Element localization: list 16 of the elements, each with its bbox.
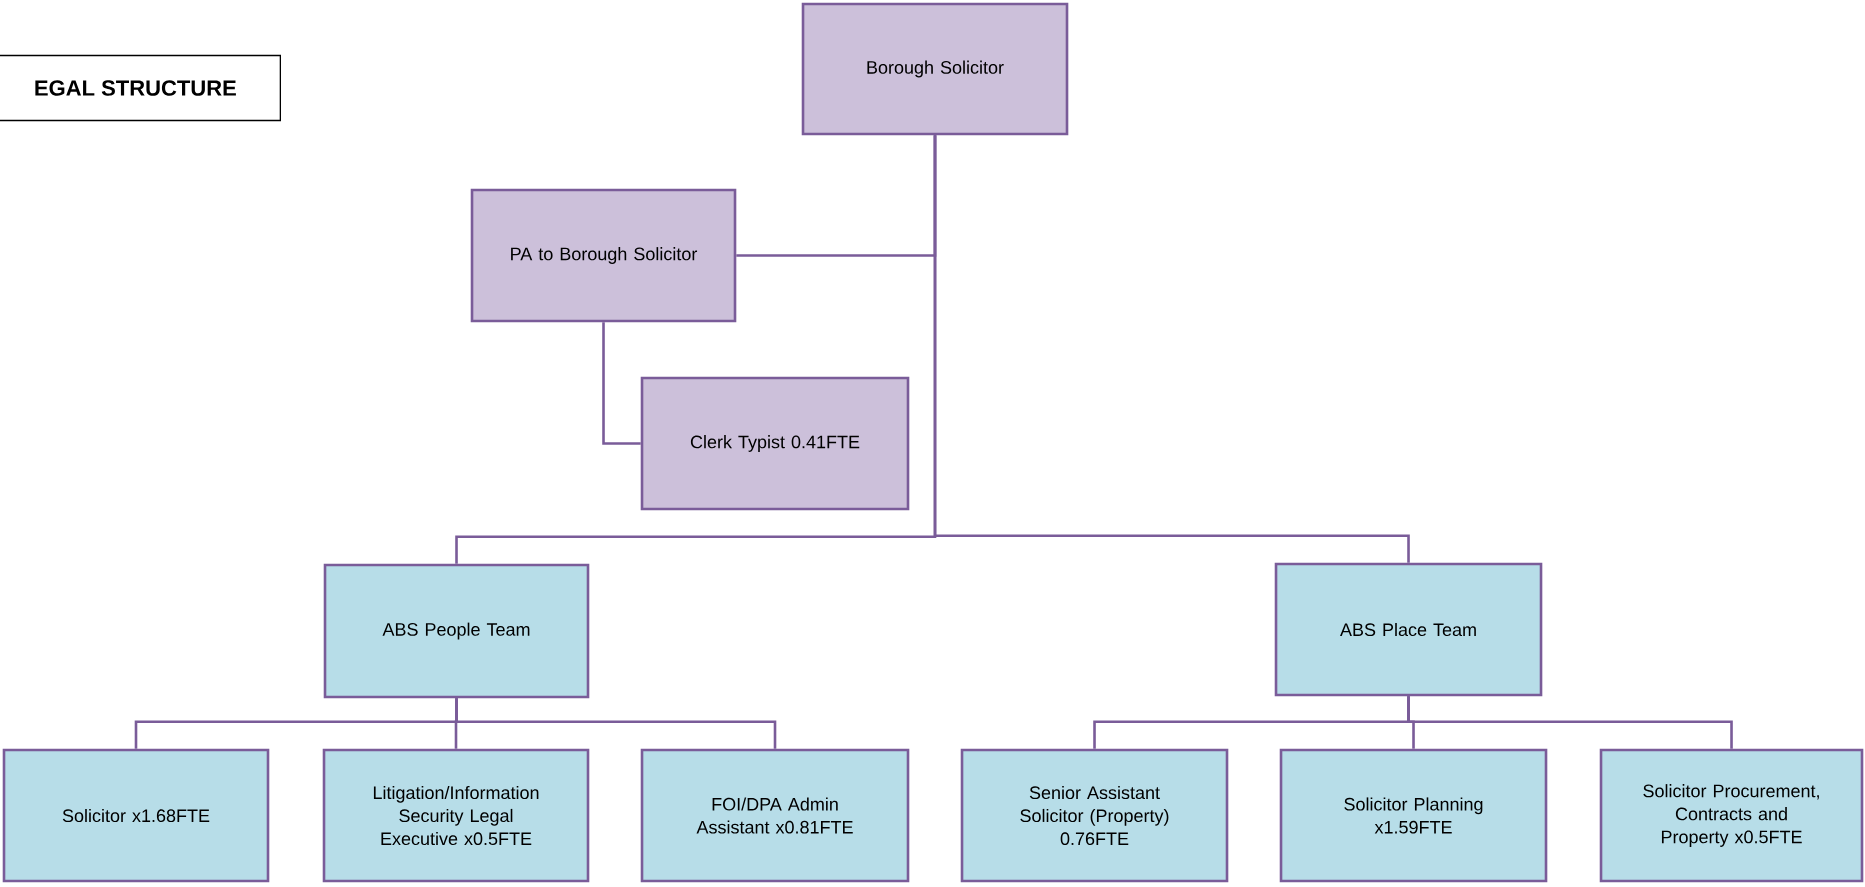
connector-line	[455, 698, 777, 749]
connector-line	[933, 135, 1410, 563]
connector-line	[602, 322, 641, 445]
org-box: Borough Solicitor	[801, 2, 1069, 136]
org-box: PA to Borough Solicitor	[470, 188, 737, 323]
org-box: Senior Assistant Solicitor (Property) 0.76FTE	[960, 748, 1229, 883]
org-box: Litigation/Information Security Legal Executive x0.5FTE	[322, 748, 590, 883]
org-box: ABS Place Team	[1274, 562, 1543, 697]
org-box: Solicitor x1.68FTE	[2, 748, 270, 883]
connector-line	[1407, 696, 1733, 749]
org-box: Clerk Typist 0.41FTE	[640, 376, 910, 511]
org-box: Solicitor Planning x1.59FTE	[1279, 748, 1548, 883]
org-box: FOI/DPA Admin Assistant x0.81FTE	[640, 748, 910, 883]
org-box: Solicitor Procurement, Contracts and Property x0.5FTE	[1599, 748, 1864, 883]
title-box: EGAL STRUCTURE	[0, 54, 281, 122]
org-box: ABS People Team	[323, 563, 590, 699]
